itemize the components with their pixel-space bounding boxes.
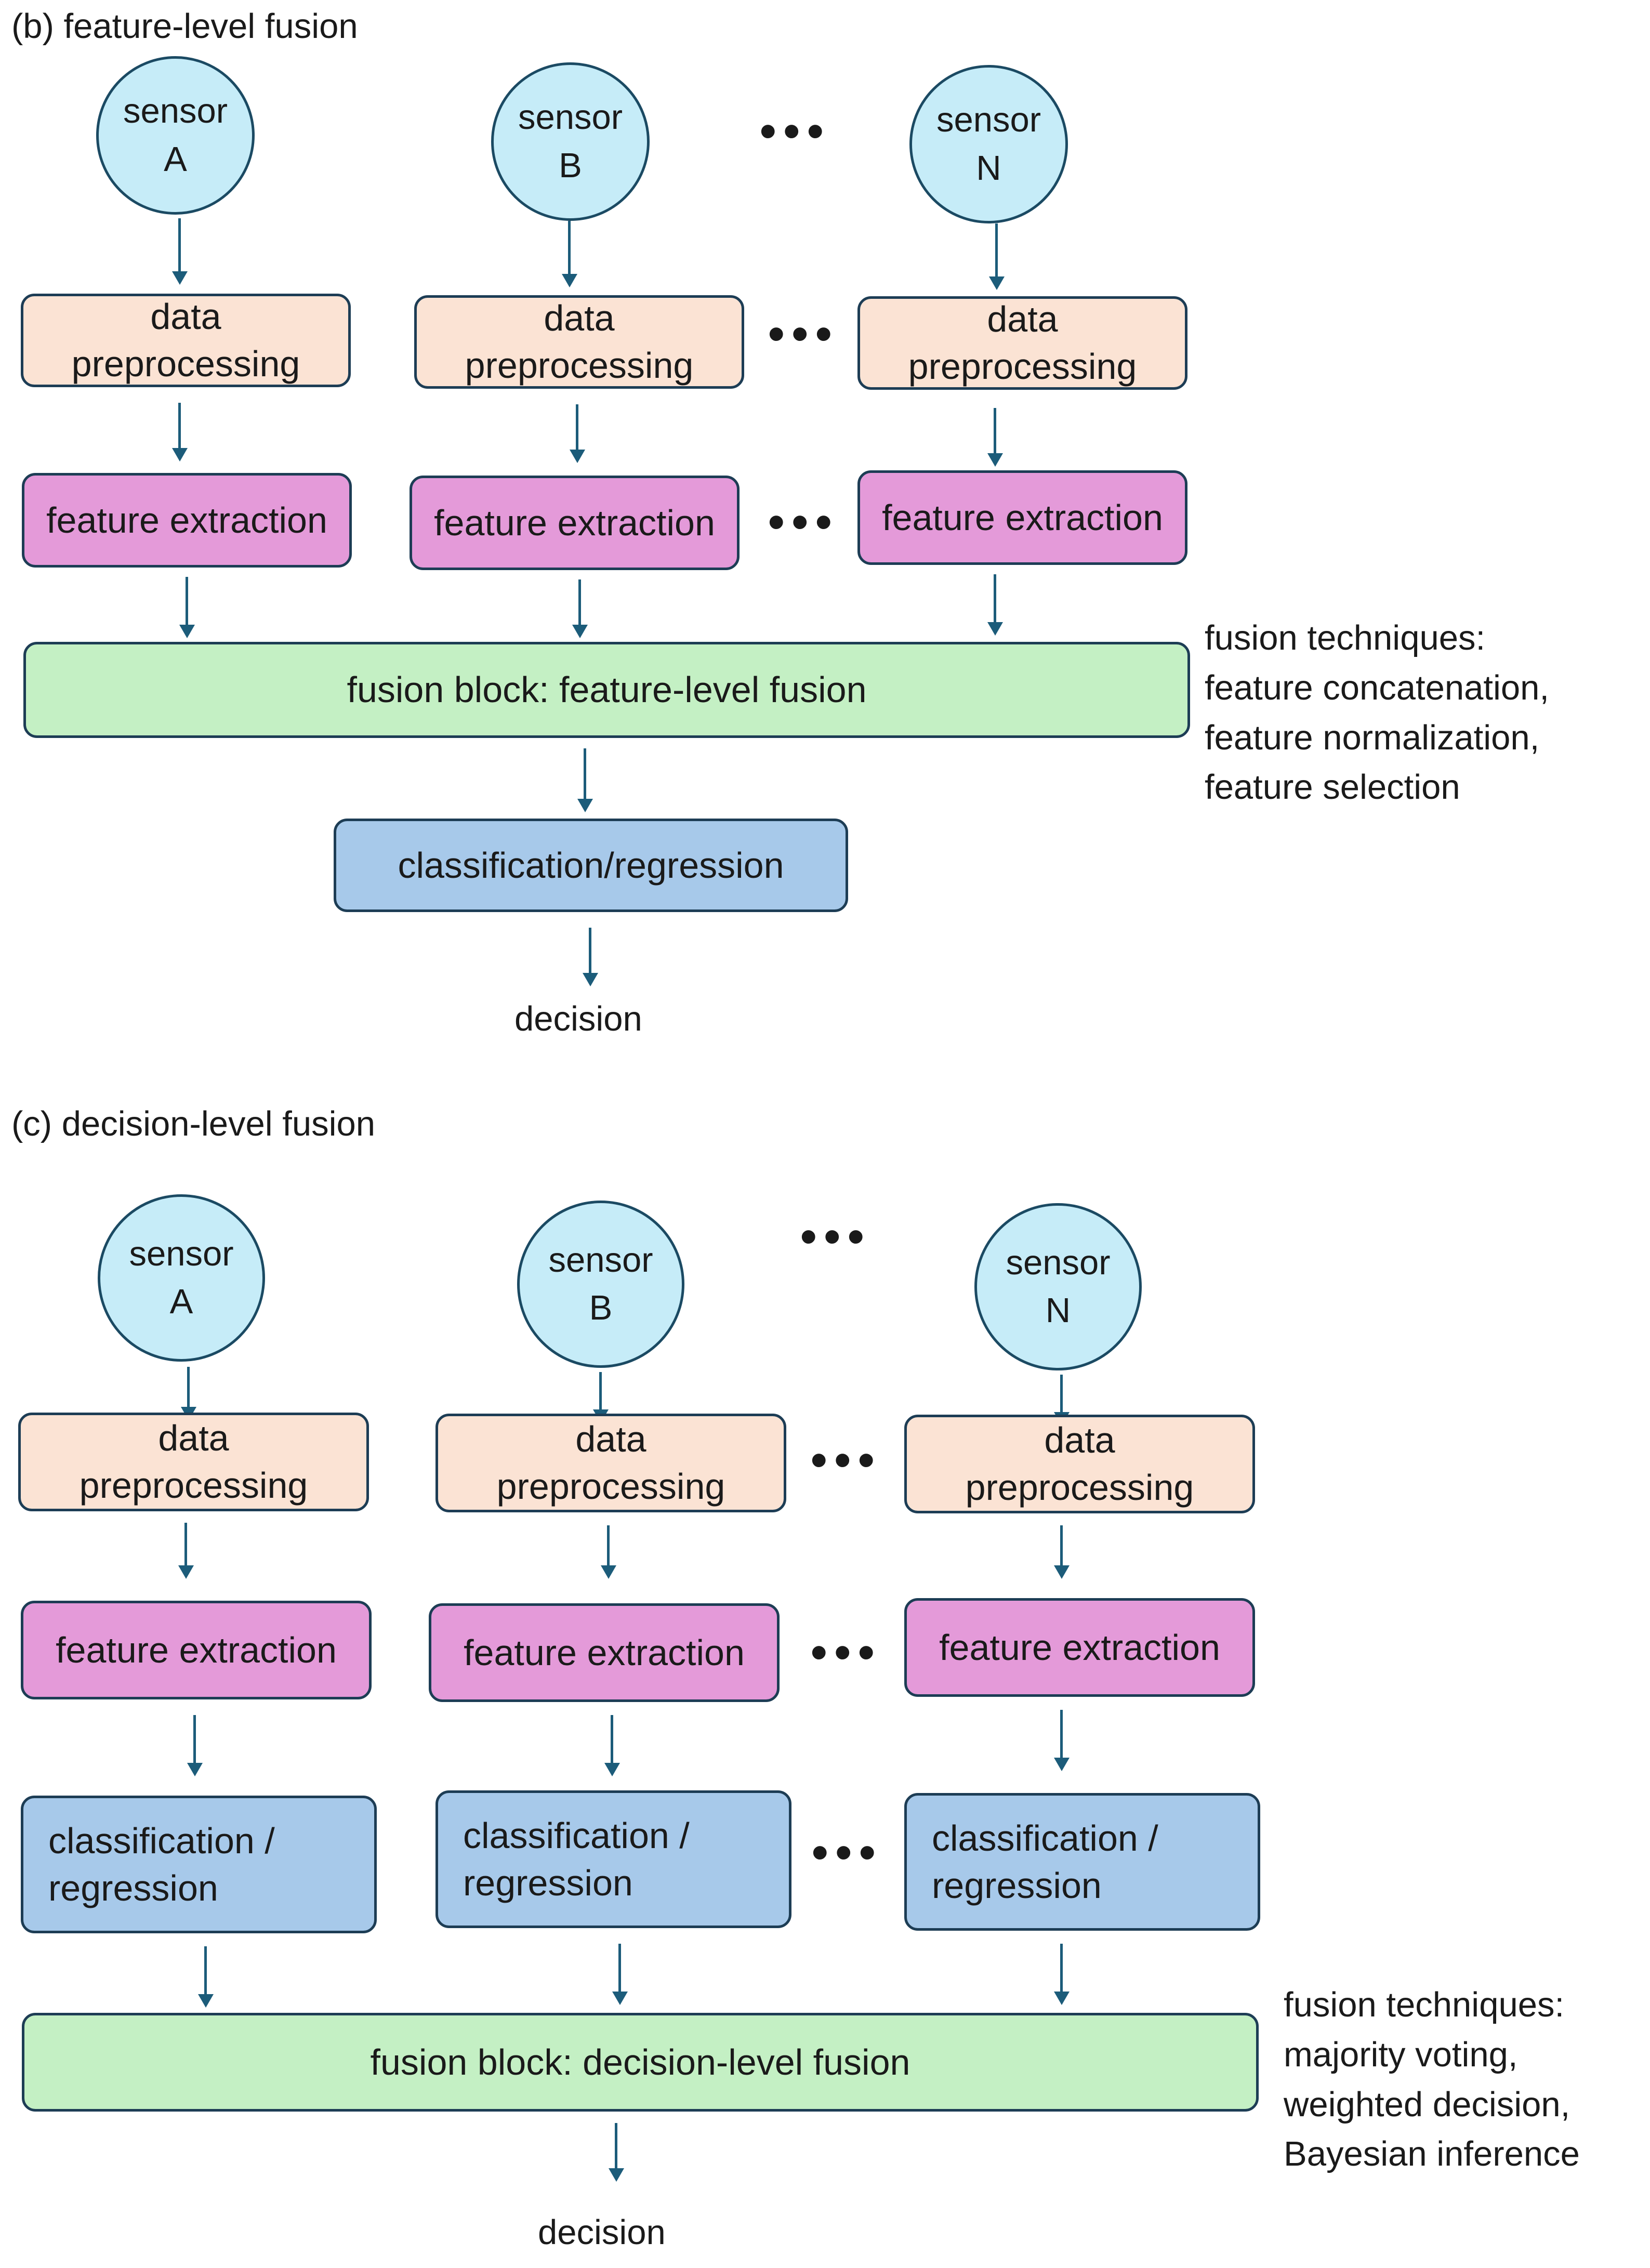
arrow-preprocessing-n-to-feature-extraction [1060, 1525, 1063, 1570]
classification-regression-box: classification/regression [334, 819, 848, 912]
sensor-a-label: sensor [129, 1234, 234, 1273]
decision-level-fusion-block: fusion block: decision-level fusion [22, 2013, 1259, 2112]
preprocessing-b-line1: data [544, 298, 615, 338]
section-c-title: (c) decision-level fusion [11, 1104, 376, 1143]
decision-fusion-techniques-note: fusion techniques: majority voting, weig… [1284, 1980, 1580, 2179]
arrow-preprocessing-a-to-feature-extraction [184, 1523, 187, 1570]
feature-technique-item: feature normalization, [1205, 718, 1540, 757]
classifier-box-n: classification / regression [904, 1793, 1260, 1931]
arrow-feature-b-to-classifier [611, 1715, 613, 1767]
preprocessing-a-line2: preprocessing [79, 1465, 308, 1506]
feature-extraction-box-a: feature extraction [22, 473, 352, 568]
ellipsis-preprocessing: ••• [768, 308, 839, 360]
sensor-b-label: sensor [548, 1240, 653, 1280]
arrow-classifier-a-to-fusion [204, 1946, 207, 1998]
sensor-n-node: sensor N [909, 65, 1068, 223]
ellipsis-sensors: ••• [760, 106, 831, 157]
preprocessing-a-line1: data [150, 296, 221, 337]
preprocessing-box-n: data preprocessing [857, 296, 1187, 390]
arrow-feature-n-to-fusion [994, 574, 996, 626]
sensor-b-label: sensor [518, 98, 623, 137]
arrow-preprocessing-n-to-feature-extraction [994, 408, 996, 457]
feature-extraction-box-b: feature extraction [429, 1603, 780, 1702]
sensor-n-id: N [1045, 1291, 1071, 1330]
sensor-n-node: sensor N [974, 1203, 1142, 1370]
classifier-box-a: classification / regression [21, 1796, 377, 1933]
preprocessing-b-line1: data [575, 1419, 646, 1459]
sensor-b-id: B [559, 146, 582, 185]
arrow-classifier-n-to-fusion [1060, 1944, 1063, 1996]
ellipsis-preprocessing: ••• [811, 1434, 882, 1486]
arrow-classifier-to-decision [589, 928, 591, 977]
arrow-preprocessing-b-to-feature-extraction [607, 1525, 610, 1570]
sensor-a-label: sensor [123, 91, 228, 131]
sensor-n-label: sensor [936, 100, 1041, 140]
sensor-n-label: sensor [1006, 1243, 1111, 1282]
decision-label-c: decision [538, 2213, 666, 2252]
feature-extraction-box-a: feature extraction [21, 1601, 372, 1699]
feature-extraction-box-n: feature extraction [857, 470, 1187, 565]
feature-technique-item: feature selection [1205, 768, 1460, 807]
sensor-b-node: sensor B [517, 1201, 684, 1368]
preprocessing-box-b: data preprocessing [435, 1414, 786, 1512]
arrow-feature-a-to-fusion [186, 577, 188, 629]
arrow-feature-n-to-classifier [1060, 1710, 1063, 1762]
classifier-b-line1: classification / [463, 1815, 690, 1856]
feature-extraction-box-b: feature extraction [410, 476, 740, 570]
arrow-classifier-b-to-fusion [618, 1944, 621, 1996]
preprocessing-a-line1: data [158, 1418, 229, 1458]
arrow-fusion-to-classifier [584, 748, 586, 803]
sensor-a-node: sensor A [98, 1194, 265, 1362]
preprocessing-n-line2: preprocessing [965, 1467, 1194, 1508]
decision-techniques-heading: fusion techniques: [1284, 1985, 1565, 2024]
decision-technique-item: Bayesian inference [1284, 2134, 1580, 2174]
arrow-sensor-b-to-preprocessing [599, 1372, 602, 1414]
arrow-preprocessing-b-to-feature-extraction [576, 404, 578, 454]
ellipsis-classifiers: ••• [812, 1827, 883, 1879]
decision-technique-item: majority voting, [1284, 2035, 1518, 2074]
sensor-b-node: sensor B [491, 62, 650, 221]
section-b-title: (b) feature-level fusion [11, 7, 358, 46]
preprocessing-box-a: data preprocessing [18, 1413, 369, 1511]
preprocessing-n-line1: data [1044, 1420, 1115, 1460]
sensor-a-id: A [164, 139, 187, 179]
arrow-preprocessing-a-to-feature-extraction [178, 403, 181, 452]
classifier-b-line2: regression [463, 1862, 633, 1903]
feature-technique-item: feature concatenation, [1205, 668, 1550, 707]
preprocessing-b-line2: preprocessing [465, 345, 694, 386]
classifier-n-line1: classification / [932, 1817, 1158, 1858]
preprocessing-n-line2: preprocessing [908, 346, 1137, 387]
arrow-sensor-a-to-preprocessing [178, 218, 181, 275]
feature-fusion-techniques-note: fusion techniques: feature concatenation… [1205, 613, 1549, 812]
classifier-a-line1: classification / [48, 1820, 275, 1861]
preprocessing-box-b: data preprocessing [414, 295, 744, 389]
preprocessing-b-line2: preprocessing [496, 1466, 725, 1507]
decision-technique-item: weighted decision, [1284, 2085, 1570, 2124]
feature-extraction-box-n: feature extraction [904, 1598, 1255, 1697]
arrow-feature-a-to-classifier [193, 1715, 196, 1767]
sensor-b-id: B [589, 1288, 613, 1327]
arrow-sensor-b-to-preprocessing [568, 221, 571, 278]
ellipsis-feature-extraction: ••• [811, 1627, 882, 1679]
arrow-sensor-a-to-preprocessing [187, 1367, 190, 1411]
preprocessing-n-line1: data [987, 299, 1058, 339]
decision-label-b: decision [514, 999, 642, 1038]
preprocessing-a-line2: preprocessing [71, 344, 300, 384]
classifier-n-line2: regression [932, 1865, 1102, 1906]
feature-techniques-heading: fusion techniques: [1205, 618, 1486, 657]
sensor-a-node: sensor A [96, 56, 255, 215]
arrow-sensor-n-to-preprocessing [995, 223, 998, 281]
feature-level-fusion-block: fusion block: feature-level fusion [23, 642, 1190, 738]
sensor-n-id: N [976, 148, 1001, 188]
ellipsis-sensors: ••• [800, 1211, 872, 1263]
preprocessing-box-n: data preprocessing [904, 1415, 1255, 1513]
arrow-sensor-n-to-preprocessing [1060, 1375, 1063, 1416]
preprocessing-box-a: data preprocessing [21, 294, 351, 387]
sensor-a-id: A [169, 1282, 193, 1321]
classifier-a-line2: regression [48, 1867, 218, 1908]
arrow-fusion-to-decision [615, 2123, 617, 2172]
arrow-feature-b-to-fusion [578, 579, 581, 629]
classifier-box-b: classification / regression [435, 1790, 791, 1928]
ellipsis-feature-extraction: ••• [768, 496, 839, 548]
